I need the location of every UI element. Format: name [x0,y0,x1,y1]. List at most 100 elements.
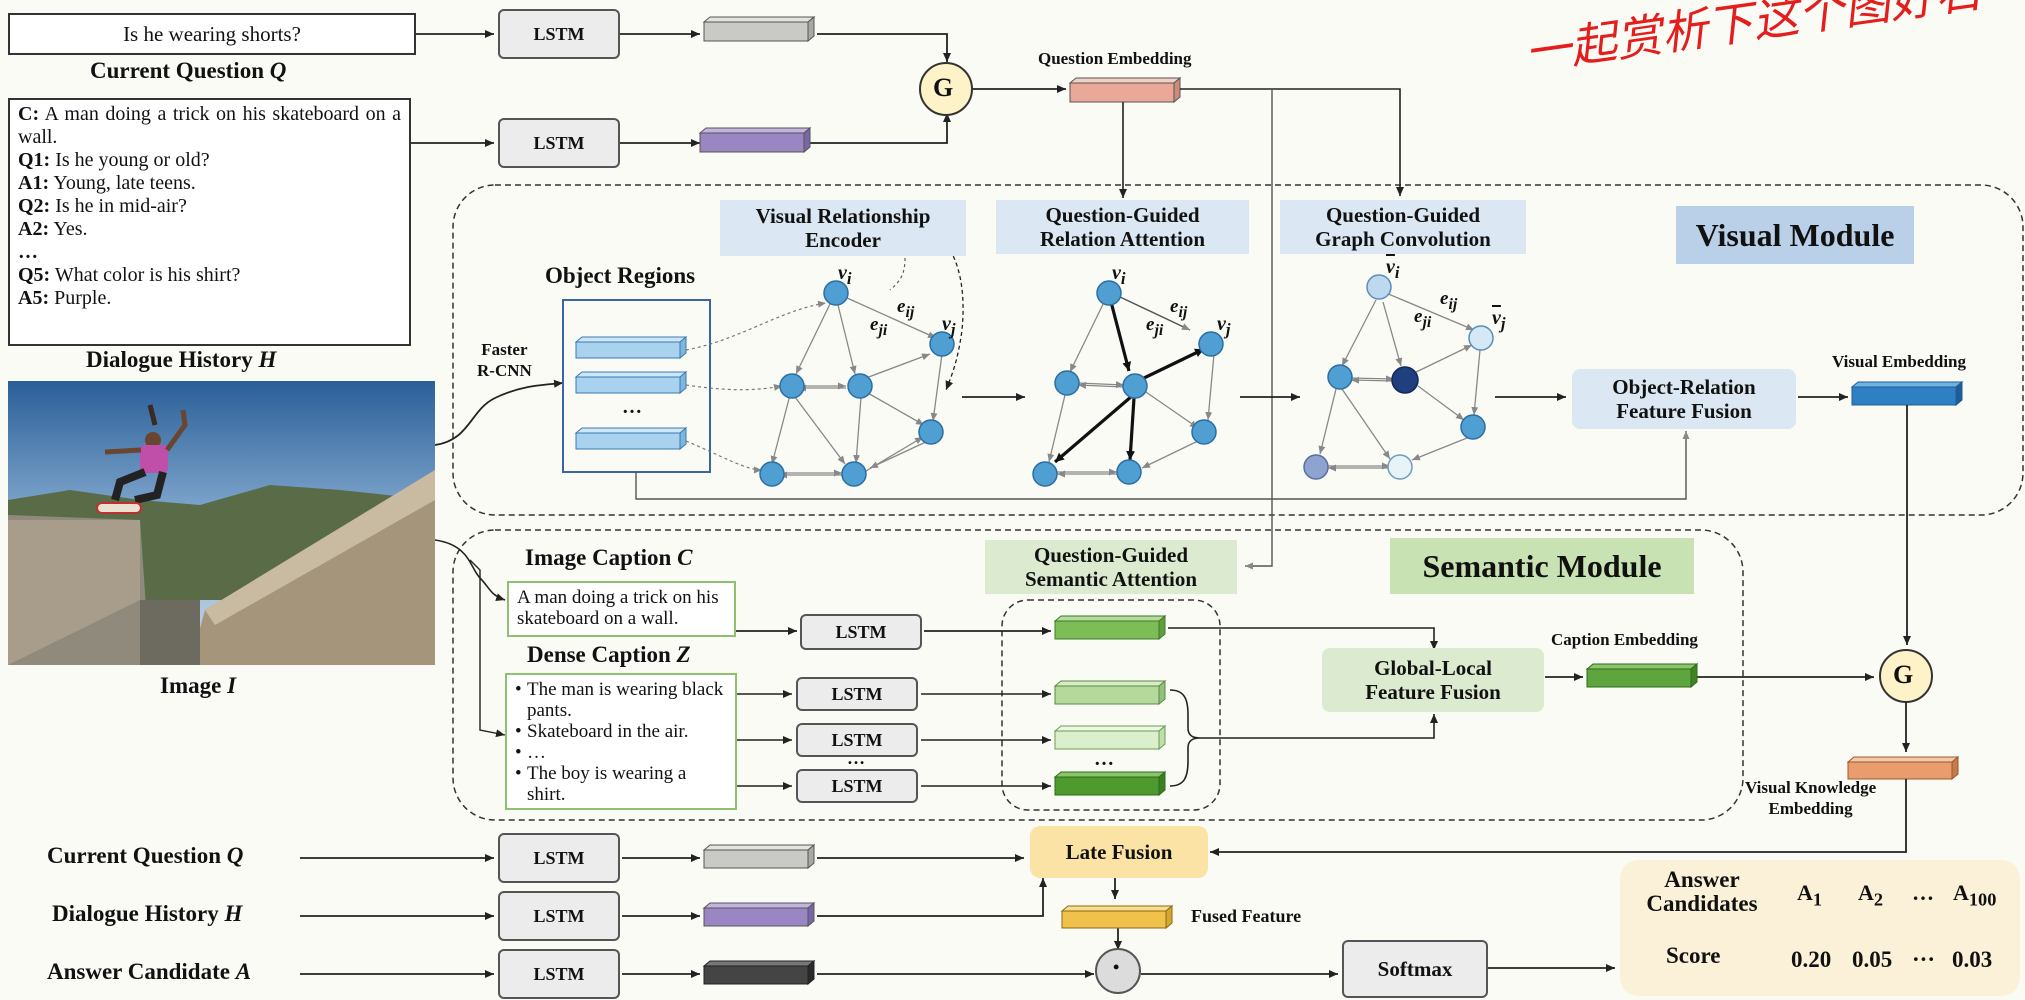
dialogue-line-q1: Q1: Is he young or old? [18,149,210,171]
semantic-vectors-ellipsis: … [1094,748,1114,770]
graph3-vi-label: vi [1386,256,1400,282]
graph2-bold-edges [1053,295,1205,464]
bottom-answer-candidate-label: Answer Candidate A [47,959,252,984]
lstm-top-history: LSTM [498,118,620,168]
softmax-box: Softmax [1342,940,1488,998]
dense-caption-1: The man is wearing black pants. [515,679,727,721]
candidate-a1: A1 [1797,880,1823,910]
fused-feature-vector [1060,904,1174,930]
graph-question-guided-relation-attention [1047,295,1215,478]
dialogue-line-c: C: A man doing a trick on his skateboard… [18,103,401,148]
visual-module-title: Visual Module [1676,206,1914,264]
semantic-module-panel [452,529,1744,821]
graph1-vi-label: vi [838,262,852,288]
dense-caption-3: … [515,742,727,763]
lstm-bottom-answer: LSTM [498,949,620,999]
dense-caption-title: Dense Caption Z [527,642,691,667]
score-2: 0.05 [1852,947,1893,972]
faster-rcnn-line1: Faster [481,340,528,359]
semantic-attention-region [1001,599,1221,811]
gate-circle-top [919,62,973,116]
question-embedding-vector [1068,76,1182,104]
region-vector-3 [574,426,688,451]
dense-vector-3 [1053,770,1167,797]
dialogue-line-q2: Q2: Is he in mid-air? [18,195,187,217]
dialogue-history-box: C: A man doing a trick on his skateboard… [8,98,411,346]
bottom-history-vector [702,901,816,928]
dialogue-line-ellipsis: … [18,241,38,263]
visual-knowledge-vector [1846,755,1960,781]
region-vector-2 [574,370,688,395]
candidate-a100: A100 [1953,880,1997,910]
dialogue-line-q5: Q5: What color is his shirt? [18,264,241,286]
graph3-vj-label: vj [1492,307,1506,333]
visual-knowledge-line2: Embedding [1768,799,1853,818]
bottom-answer-vector [702,959,816,986]
visual-module-panel [452,184,2024,516]
visual-embedding-vector [1850,380,1964,407]
question-embedding-label: Question Embedding [1038,49,1192,68]
lstm-dense-1: LSTM [796,677,918,711]
dense-caption-2: Skateboard in the air. [515,721,727,742]
score-1: 0.20 [1791,947,1832,972]
caption-vector-global [1053,614,1167,641]
dialogue-history-title: Dialogue History H [86,347,277,372]
lstm-caption: LSTM [800,614,922,650]
candidate-a2: A2 [1858,880,1884,910]
answer-candidates-panel [1620,860,2020,996]
dialogue-line-a2: A2: Yes. [18,218,88,240]
graph1-eij-label: eij [897,296,915,321]
gate-label-top: G [933,73,954,102]
dense-caption-box: The man is wearing black pants. Skateboa… [505,673,737,810]
score-3: 0.03 [1952,947,1993,972]
score-ellipsis: ··· [1912,947,1936,972]
gate-label-bottom: G [1893,660,1914,689]
graph2-eij-label: eij [1170,296,1188,321]
caption-embedding-label: Caption Embedding [1551,630,1698,649]
dense-vector-1 [1053,679,1167,706]
lstm-top-question: LSTM [498,9,620,59]
graph2-vi-label: vi [1112,262,1126,288]
graph-question-guided-graph-convolution [1318,292,1481,472]
dot-product-label: • [1113,957,1120,977]
fused-feature-label: Fused Feature [1191,906,1302,926]
semantic-module-title: Semantic Module [1390,538,1694,594]
bottom-question-vector [702,843,816,870]
lstm-bottom-history: LSTM [498,891,620,941]
graph2-vj-label: vj [1217,313,1231,339]
bottom-current-question-label: Current Question Q [47,843,244,868]
visual-knowledge-label: Visual Knowledge Embedding [1745,777,1876,819]
image-title: Image I [160,673,237,698]
graph1-eji-label: eji [870,314,888,339]
graph1-vj-label: vj [942,313,956,339]
current-question-title: Current Question Q [90,58,287,83]
caption-embedding-vector [1585,662,1699,689]
answer-candidates-header: Answer Candidates [1646,867,1758,916]
graph3-eji-label: eji [1414,306,1432,331]
lstm-bottom-question: LSTM [498,833,620,883]
score-label: Score [1666,943,1721,968]
faster-rcnn-line2: R-CNN [477,361,532,380]
image-caption-title: Image Caption C [525,545,693,570]
region-vector-1 [574,335,688,360]
visual-embedding-label: Visual Embedding [1832,352,1966,371]
dense-caption-4: The boy is wearing a shirt. [515,763,727,805]
dialogue-line-a5: A5: Purple. [18,287,112,309]
object-regions-ellipsis: … [622,396,642,418]
faster-rcnn-label: Faster R-CNN [477,339,532,381]
dialogue-line-a1: A1: Young, late teens. [18,172,196,194]
top-history-vector [698,126,812,154]
candidate-ellipsis: … [1912,880,1934,905]
graph3-eij-label: eij [1440,288,1458,313]
current-question-box: Is he wearing shorts? [8,13,416,55]
late-fusion-box: Late Fusion [1030,826,1208,878]
graph2-eji-label: eji [1146,314,1164,339]
bottom-dialogue-history-label: Dialogue History H [52,901,243,926]
graph1-nodes [759,280,955,487]
